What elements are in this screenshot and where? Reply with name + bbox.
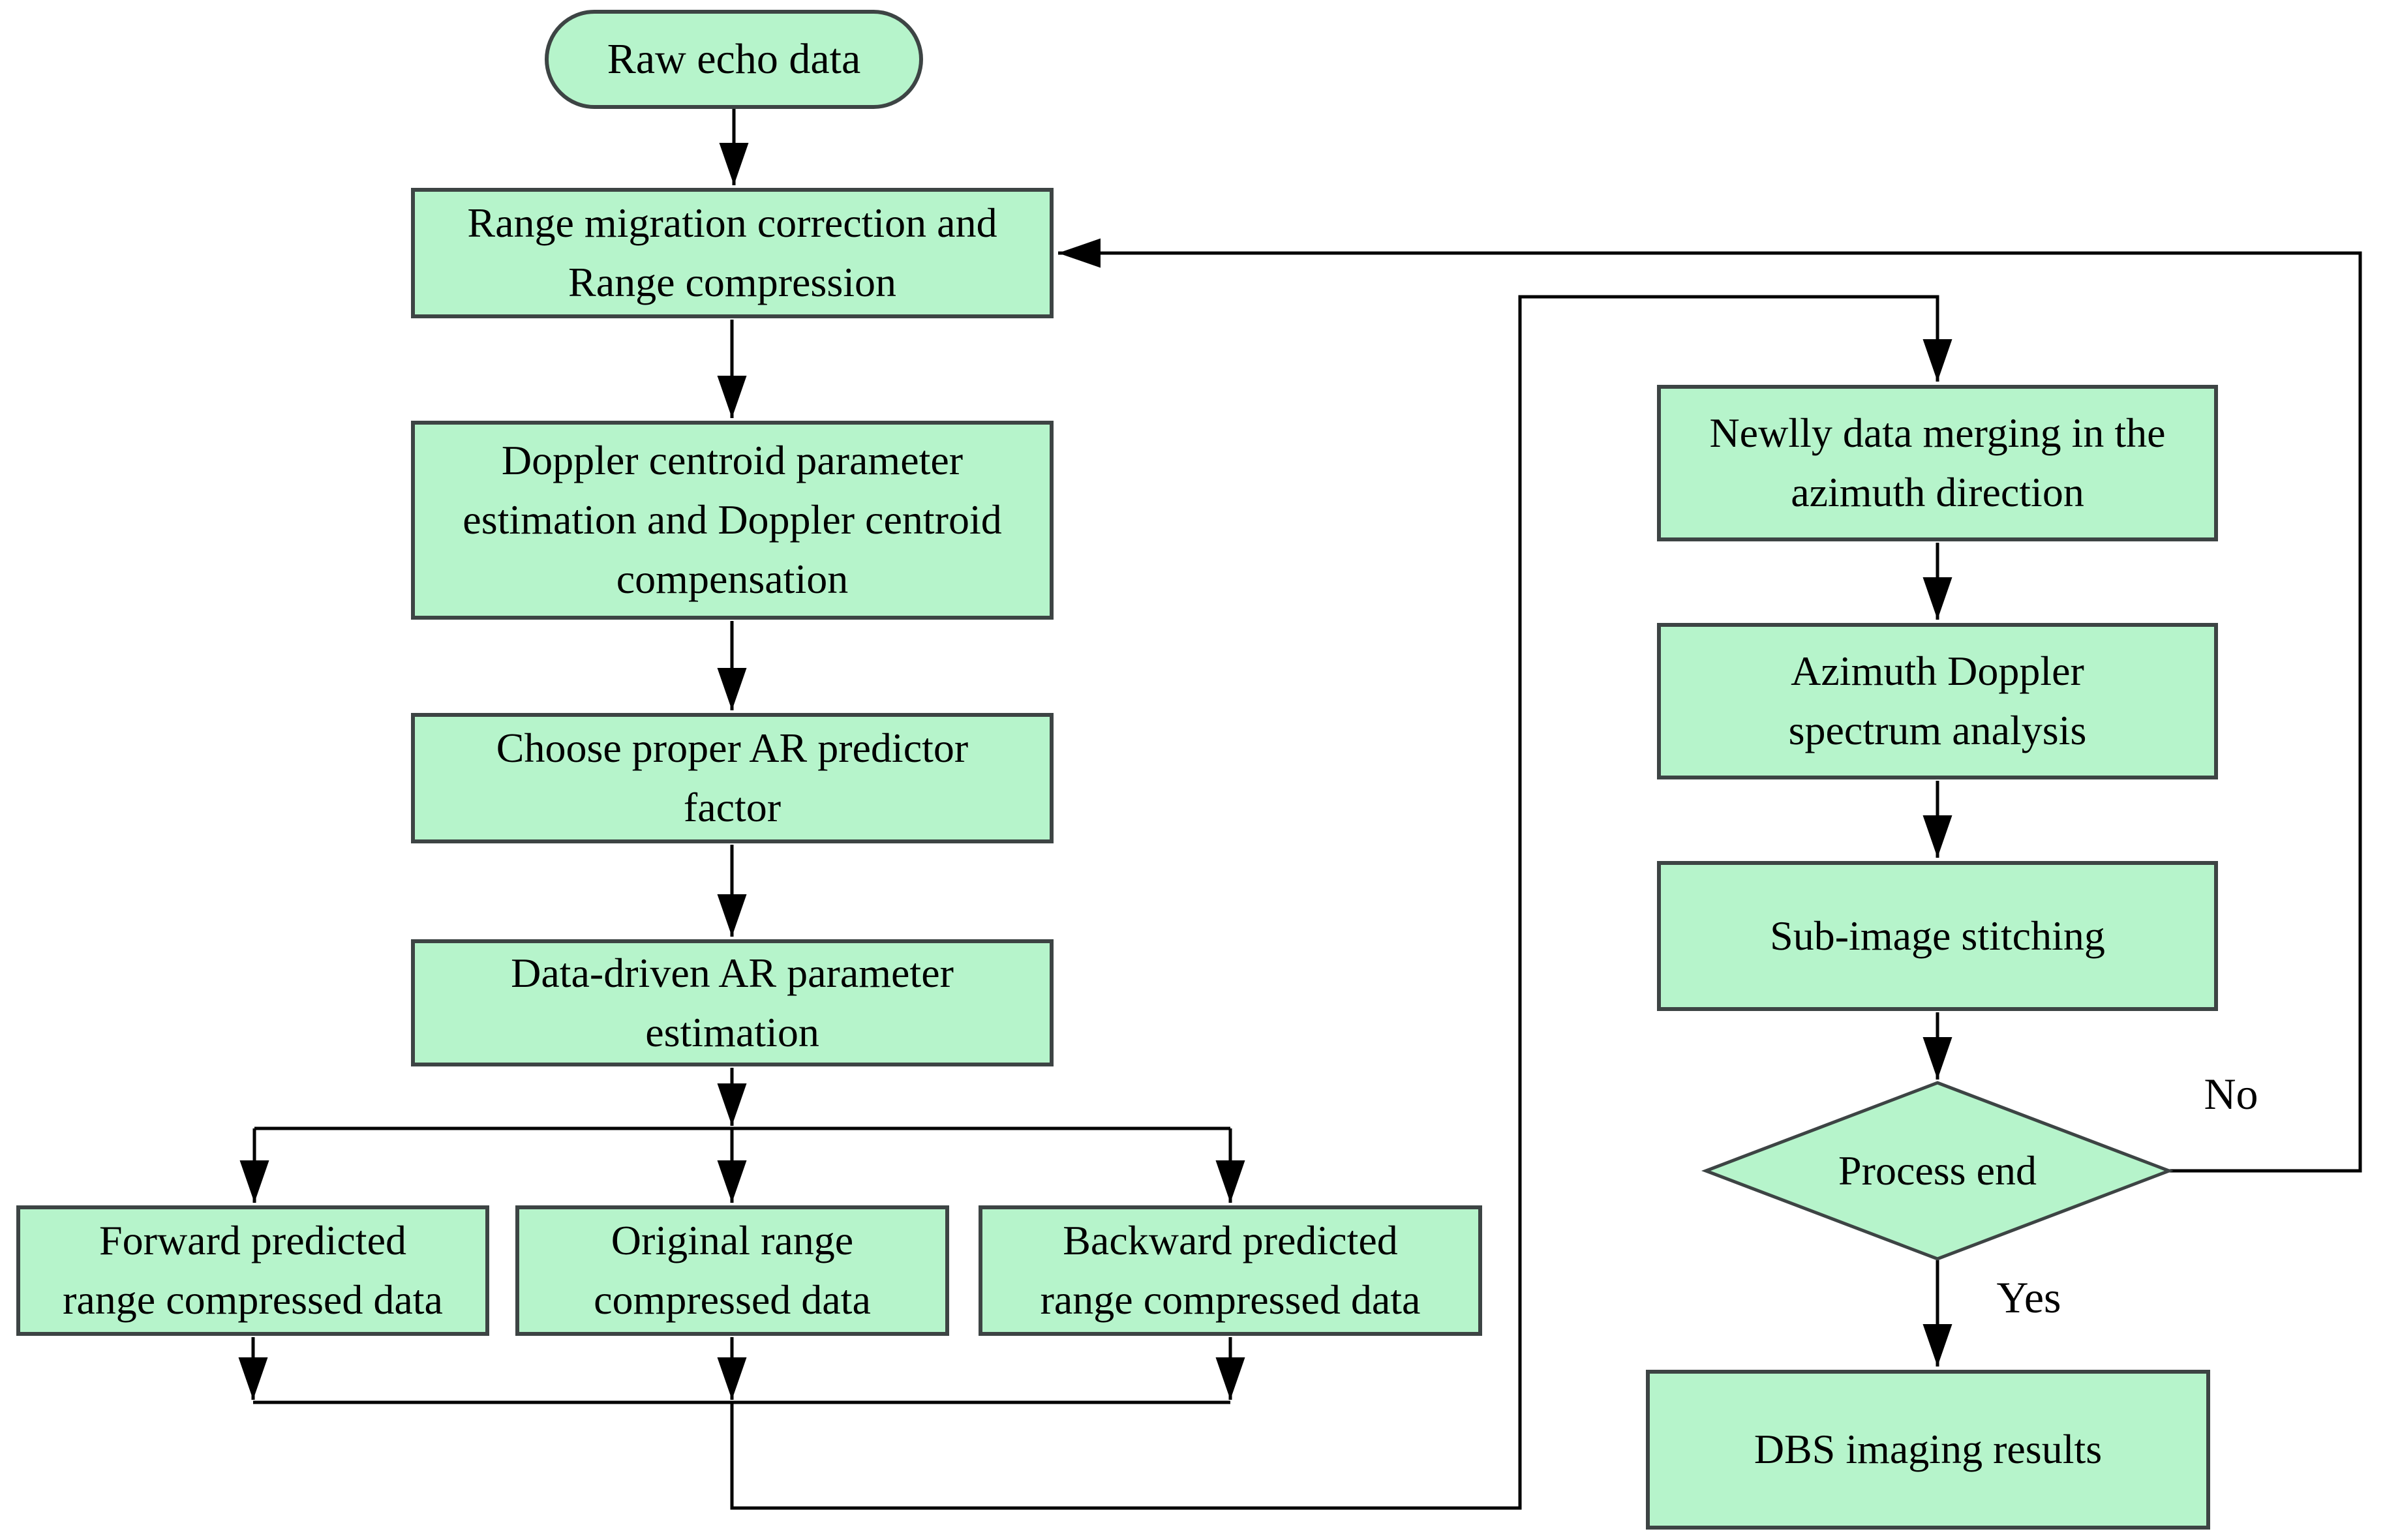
node-ar-predictor: Choose proper AR predictor factor bbox=[411, 713, 1054, 843]
node-label-raw-echo-data: Raw echo data bbox=[607, 35, 861, 83]
node-label-backward-predicted: Backward predicted range compressed data bbox=[1040, 1217, 1421, 1323]
node-label-sub-image-stitching: Sub-image stitching bbox=[1770, 912, 2105, 959]
node-label-data-merging: Newlly data merging in the azimuth direc… bbox=[1709, 410, 2166, 515]
edge-label-yes: Yes bbox=[1996, 1273, 2061, 1322]
node-label-ar-estimation: Data-driven AR parameter estimation bbox=[511, 949, 954, 1055]
node-label-forward-predicted: Forward predicted range compressed data bbox=[63, 1217, 443, 1323]
node-label-range-migration: Range migration correction and Range com… bbox=[467, 200, 997, 305]
node-label-original-range: Original range compressed data bbox=[594, 1217, 871, 1323]
node-label-dbs-results: DBS imaging results bbox=[1754, 1426, 2103, 1473]
node-forward-predicted: Forward predicted range compressed data bbox=[16, 1205, 489, 1336]
connector-merge-to-datamerging bbox=[730, 295, 1952, 1510]
process-end-diamond bbox=[1701, 1081, 2174, 1261]
node-label-doppler-centroid: Doppler centroid parameter estimation an… bbox=[463, 437, 1002, 602]
node-sub-image-stitching: Sub-image stitching bbox=[1657, 861, 2218, 1011]
node-ar-estimation: Data-driven AR parameter estimation bbox=[411, 939, 1054, 1066]
node-range-migration: Range migration correction and Range com… bbox=[411, 188, 1054, 318]
node-raw-echo-data: Raw echo data bbox=[545, 10, 923, 109]
node-data-merging: Newlly data merging in the azimuth direc… bbox=[1657, 385, 2218, 541]
node-original-range: Original range compressed data bbox=[515, 1205, 949, 1336]
node-spectrum-analysis: Azimuth Doppler spectrum analysis bbox=[1657, 623, 2218, 779]
node-dbs-results: DBS imaging results bbox=[1646, 1370, 2210, 1530]
node-label-spectrum-analysis: Azimuth Doppler spectrum analysis bbox=[1788, 648, 2087, 753]
edge-label-no: No bbox=[2204, 1069, 2258, 1119]
node-doppler-centroid: Doppler centroid parameter estimation an… bbox=[411, 421, 1054, 620]
node-label-ar-predictor: Choose proper AR predictor factor bbox=[496, 725, 969, 830]
node-label-process-end: Process end bbox=[1838, 1147, 2037, 1194]
node-process-end: Process end bbox=[1706, 1083, 2169, 1259]
connector-no-feedback bbox=[1058, 238, 2362, 1173]
node-backward-predicted: Backward predicted range compressed data bbox=[979, 1205, 1482, 1336]
